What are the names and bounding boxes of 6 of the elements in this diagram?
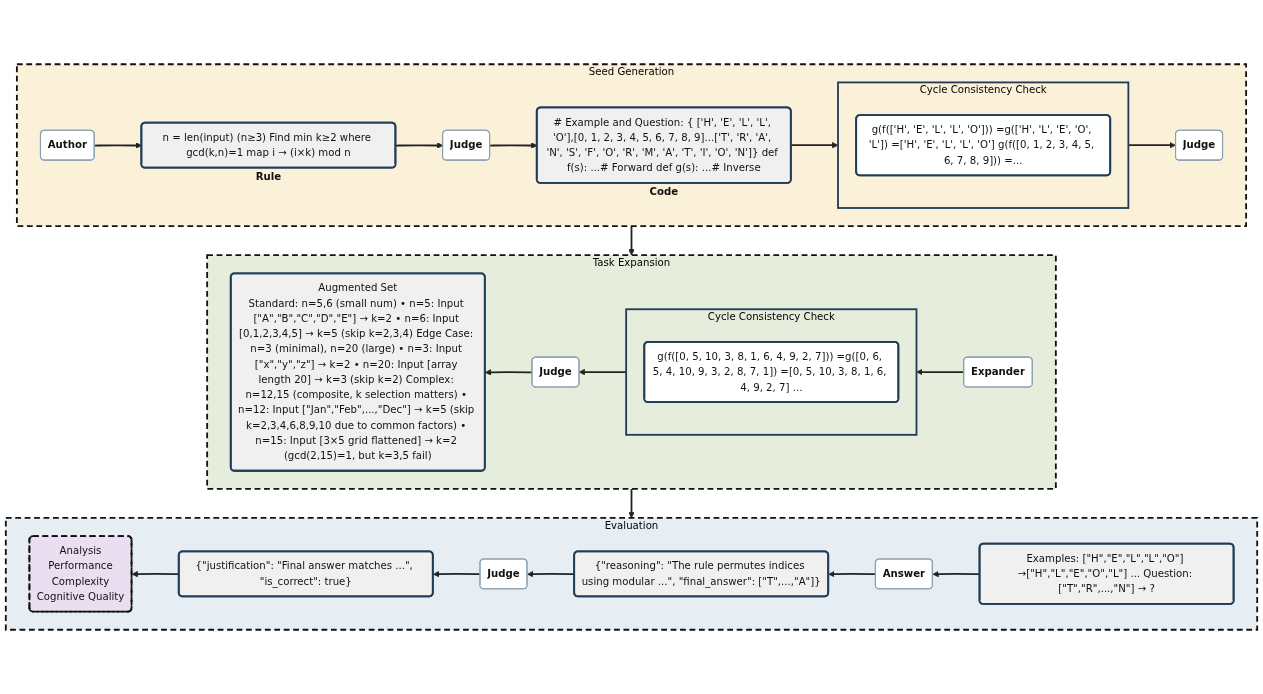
- arrow: [578, 368, 628, 376]
- arrow: [1127, 142, 1176, 149]
- arrow: [628, 488, 635, 519]
- box-caption: Code: [649, 186, 679, 198]
- arrow: [628, 225, 635, 256]
- box-caption: Rule: [255, 171, 282, 183]
